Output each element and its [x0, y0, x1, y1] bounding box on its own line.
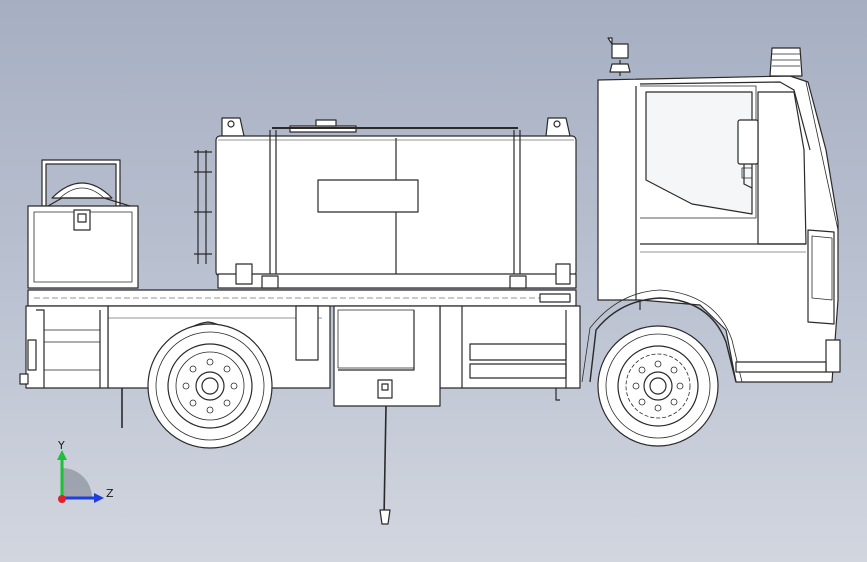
cab[interactable] — [581, 37, 841, 383]
orientation-triad[interactable]: Y Z — [40, 438, 120, 512]
cab-window — [645, 91, 753, 215]
tank[interactable] — [194, 117, 577, 289]
x-axis-dot — [58, 495, 66, 503]
front-wheel[interactable] — [597, 325, 719, 447]
chassis[interactable] — [19, 289, 581, 428]
roof-flag — [607, 37, 629, 59]
rear-equipment[interactable] — [27, 159, 139, 289]
side-mirror — [737, 119, 759, 165]
z-axis-label: Z — [106, 487, 114, 500]
rear-wheel[interactable] — [147, 323, 273, 449]
triad-plane — [62, 468, 92, 498]
y-axis-label: Y — [57, 439, 65, 452]
center-box[interactable] — [333, 305, 441, 525]
tank-plate — [317, 179, 419, 213]
beacon-light — [769, 47, 803, 77]
